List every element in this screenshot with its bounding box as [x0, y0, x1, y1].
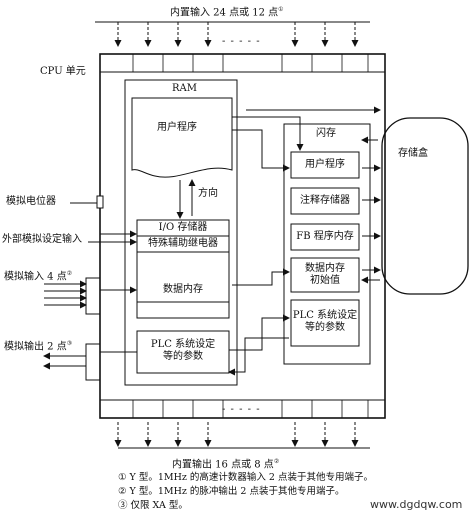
- storage-box-shape: [381, 117, 469, 295]
- ext-analog-input-label: 外部模拟设定输入: [2, 234, 82, 245]
- footnote-1: ① Y 型。1MHz 的高速计数器输入 2 点装于其他专用端子。: [118, 472, 373, 483]
- top-dashes: - - - - -: [222, 36, 261, 47]
- plc-settings-right-label: PLC 系统设定等的参数: [292, 310, 358, 333]
- special-relay-label: 特殊辅助继电器: [148, 238, 218, 249]
- data-memory-label: 数据内存: [163, 284, 203, 295]
- data-memory-init-label: 数据内存初始值: [305, 263, 345, 286]
- annotation-memory-label: 注释存储器: [300, 195, 350, 206]
- bottom-dashes: - - - - -: [222, 404, 261, 415]
- flash-user-program-label: 用户程序: [305, 159, 345, 170]
- user-program-label: 用户程序: [157, 122, 197, 133]
- user-program-shape: [131, 97, 233, 178]
- io-memory-label: I/O 存储器: [158, 222, 208, 233]
- cpu-unit-label: CPU 单元: [40, 66, 86, 77]
- ram-box: [124, 79, 238, 386]
- top-io-label: 内置输入 24 点或 12 点①: [170, 6, 284, 19]
- ram-label: RAM: [172, 83, 197, 94]
- flash-box: [283, 123, 371, 365]
- watermark: www.dgdqw.com: [370, 498, 463, 511]
- bottom-io-label: 内置输出 16 点或 8 点②: [172, 458, 280, 471]
- analog-output-label: 模拟输出 2 点③: [4, 340, 73, 353]
- plc-settings-left-label: PLC 系统设定等的参数: [150, 339, 216, 362]
- fb-program-memory-label: FB 程序内存: [296, 231, 354, 242]
- analog-input-label: 模拟输入 4 点②: [4, 270, 73, 283]
- footnote-2: ② Y 型。1MHz 的脉冲输出 2 点装于其他专用端子。: [118, 486, 345, 497]
- storage-box-label: 存储盒: [398, 148, 428, 159]
- analog-pot-label: 模拟电位器: [6, 196, 56, 207]
- footnote-3: ③ 仅限 XA 型。: [118, 500, 188, 511]
- direction-label: 方向: [198, 188, 218, 199]
- cpu-unit-box: [99, 53, 386, 419]
- flash-label: 闪存: [316, 128, 336, 139]
